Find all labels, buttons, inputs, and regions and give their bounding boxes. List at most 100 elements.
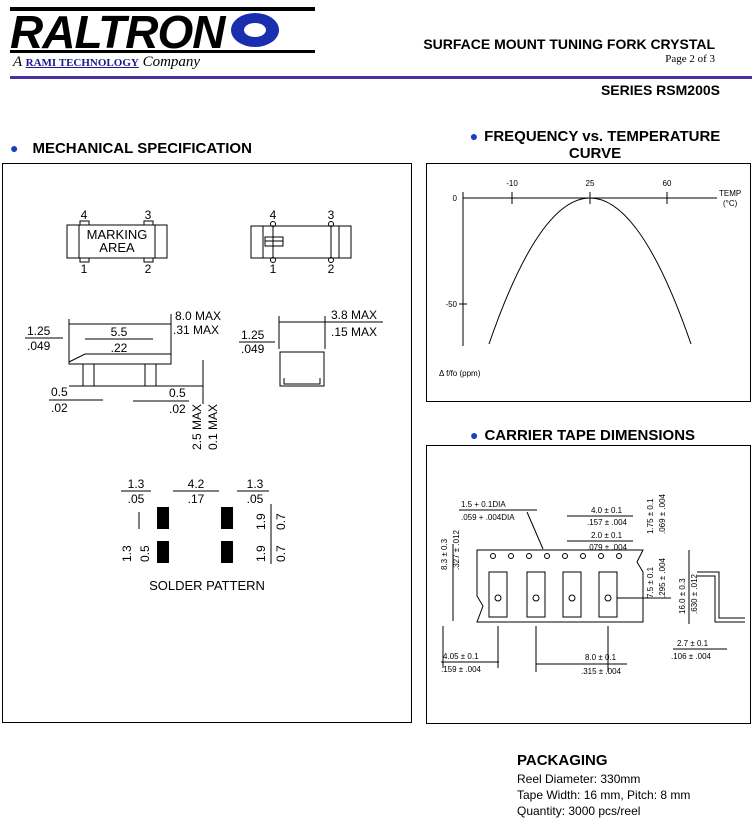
tape-profile	[697, 571, 745, 619]
dim-label: .079 ± .004	[587, 543, 628, 552]
frequency-curve	[488, 197, 692, 345]
y-tick-label: 0	[453, 194, 458, 203]
packaging-quantity: Quantity: 3000 pcs/reel	[517, 804, 641, 818]
dim-label: 4.05 ± 0.1	[443, 652, 479, 661]
dim-label: 3.8 MAX	[331, 308, 377, 322]
dim-label: 2.7 ± 0.1	[677, 639, 709, 648]
dim-label: 4.2	[188, 477, 205, 491]
dim-label: 0.5	[51, 385, 68, 399]
dim-label: .02	[51, 401, 68, 415]
dim-label: .31 MAX	[173, 323, 219, 337]
tape-pockets	[488, 571, 618, 618]
solder-pattern: 1.3 .05 4.2 .17 1.3 .05 1.9 0.7 1.9 0.7 …	[120, 477, 288, 593]
dim-label: 2.5 MAX	[190, 404, 204, 450]
solder-pad	[221, 507, 233, 529]
solder-pad	[157, 541, 169, 563]
pin-label: 2	[328, 262, 335, 276]
dim-label: .069 ± .004	[658, 493, 667, 534]
dim-label: .22	[111, 341, 128, 355]
dim-label: 0.5	[138, 545, 152, 562]
dim-label: .15 MAX	[331, 325, 377, 339]
bullet-icon: ●	[469, 128, 479, 144]
end-view: 3.8 MAX .15 MAX	[278, 308, 383, 387]
pin-label: 4	[270, 208, 277, 222]
dim-label: 8.3 ± 0.3	[440, 538, 449, 570]
header-rule	[10, 76, 752, 79]
tagline-prefix: A	[13, 54, 22, 70]
dim-label: 16.0 ± 0.3	[678, 578, 687, 614]
sprocket-holes	[490, 553, 622, 559]
bullet-icon: ●	[470, 427, 479, 443]
dim-label: 1.25	[241, 328, 265, 342]
dim-label: 1.9	[254, 513, 268, 530]
mechanical-heading: ● MECHANICAL SPECIFICATION	[10, 140, 252, 157]
dim-label: 8.0 ± 0.1	[585, 653, 617, 662]
mechanical-drawing-box: 4 3 MARKING AREA 1 2 4 3	[2, 163, 412, 723]
freq-curve-box: -10 25 60 TEMP (°C) 0 -50 Δ f/fo (ppm)	[426, 163, 751, 402]
pin-label: 1	[270, 262, 277, 276]
freq-heading: ●FREQUENCY vs. TEMPERATURE CURVE	[450, 128, 740, 162]
tagline-suffix: Company	[142, 54, 201, 70]
dim-label: 1.25	[27, 324, 51, 338]
carrier-tape	[476, 549, 644, 623]
dim-label: 0.7	[274, 513, 288, 530]
freq-heading-line1: FREQUENCY vs. TEMPERATURE	[484, 128, 721, 145]
top-view-marking: 4 3 MARKING AREA 1 2	[66, 208, 168, 276]
document-title: SURFACE MOUNT TUNING FORK CRYSTAL	[423, 36, 715, 52]
dim-label: 1.9	[254, 545, 268, 562]
page-number: Page 2 of 3	[665, 53, 715, 65]
bullet-icon: ●	[10, 140, 19, 156]
mechanical-heading-text: MECHANICAL SPECIFICATION	[32, 140, 252, 157]
dim-label: .106 ± .004	[671, 652, 712, 661]
x-tick-label: 25	[586, 179, 595, 188]
dim-label: 0.7	[274, 545, 288, 562]
dim-label: 1.3	[120, 545, 134, 562]
dim-label: 2.0 ± 0.1	[591, 531, 623, 540]
dim-label: .05	[128, 492, 145, 506]
dim-label: .05	[247, 492, 264, 506]
tape-drawing-box: 1.5 + 0.1DIA .059 + .004DIA 4.0 ± 0.1 .1…	[426, 445, 751, 724]
pin-label: 3	[145, 208, 152, 222]
marking-label: MARKING	[87, 227, 148, 242]
dim-label: 8.0 MAX	[175, 309, 221, 323]
dim-label: 0.1 MAX	[206, 404, 220, 450]
dim-label: .315 ± .004	[581, 667, 622, 676]
pin-label: 3	[328, 208, 335, 222]
pin-label: 2	[145, 262, 152, 276]
dim-label: 5.5	[111, 325, 128, 339]
tagline-brand: RAMI TECHNOLOGY	[25, 57, 139, 69]
dim-label: 4.0 ± 0.1	[591, 506, 623, 515]
raltron-logo: RALTRON	[10, 6, 315, 59]
series-name: SERIES RSM200S	[600, 82, 720, 98]
dim-label: 7.5 ± 0.1	[646, 566, 655, 598]
dim-label: .02	[169, 402, 186, 416]
pin-label: 4	[81, 208, 88, 222]
solder-pad	[221, 541, 233, 563]
pin-label: 1	[81, 262, 88, 276]
x-tick-label: 60	[663, 179, 672, 188]
logo-text: RALTRON	[10, 6, 226, 54]
x-axis-unit: (°C)	[723, 199, 738, 208]
side-view: 8.0 MAX .31 MAX 1.25 .049 5.5 .22 1.25 .…	[25, 309, 275, 450]
dim-label: .17	[188, 492, 205, 506]
dim-label: .049	[27, 339, 51, 353]
packaging-reel-diameter: Reel Diameter: 330mm	[517, 772, 641, 786]
dim-label: .049	[241, 342, 265, 356]
packaging-title: PACKAGING	[517, 752, 608, 769]
dim-label: .059 + .004DIA	[461, 513, 515, 522]
tape-heading: ●CARRIER TAPE DIMENSIONS	[470, 427, 695, 444]
top-view-internal: 4 3 1 2	[250, 208, 352, 276]
dim-label: .630 ± .012	[690, 573, 699, 614]
dim-label: 1.75 ± 0.1	[646, 498, 655, 534]
marking-label: AREA	[99, 240, 135, 255]
dim-label: 1.3	[128, 477, 145, 491]
solder-pad	[157, 507, 169, 529]
dim-label: 1.5 + 0.1DIA	[461, 500, 506, 509]
y-axis-label: Δ f/fo (ppm)	[439, 369, 481, 378]
tagline: A RAMI TECHNOLOGY Company	[13, 54, 200, 71]
dim-label: .295 ± .004	[658, 557, 667, 598]
y-tick-label: -50	[445, 300, 457, 309]
packaging-tape-width: Tape Width: 16 mm, Pitch: 8 mm	[517, 788, 691, 802]
dim-label: 0.5	[169, 386, 186, 400]
x-axis-label: TEMP	[719, 189, 741, 198]
